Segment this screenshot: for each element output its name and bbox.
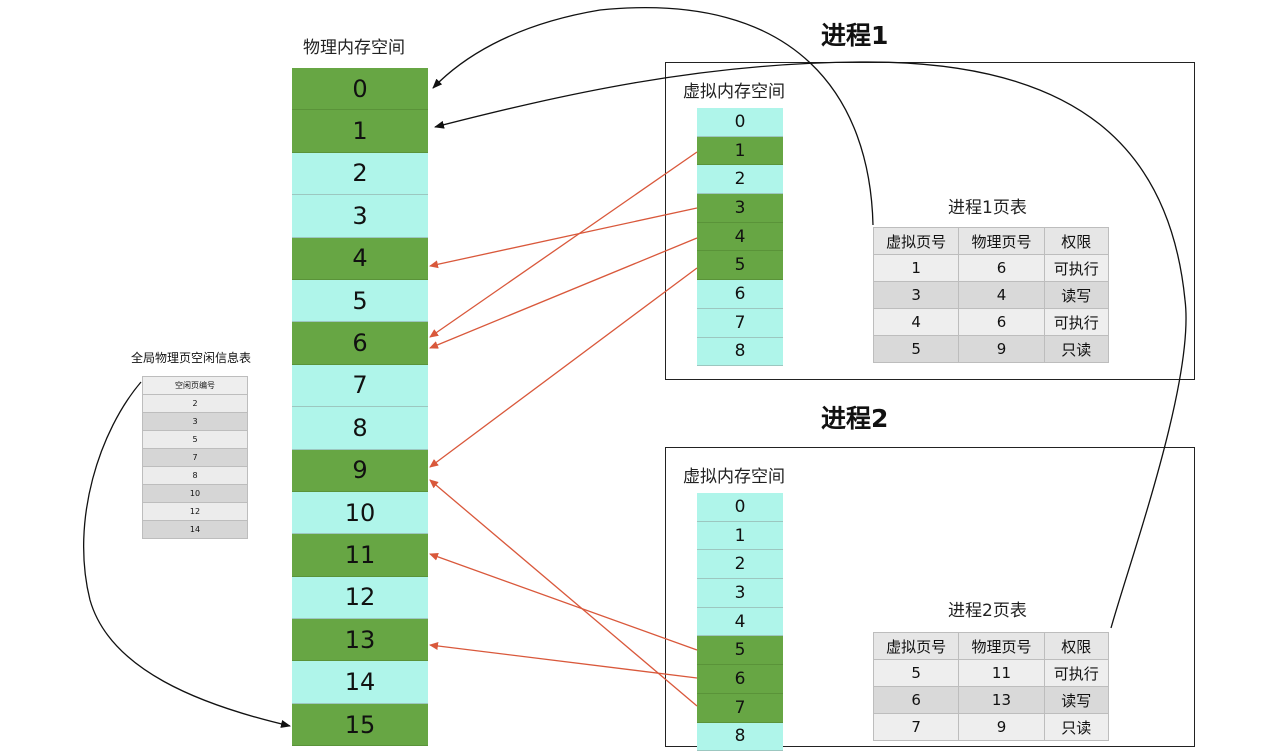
p2-map-5-to-11 [430,554,697,650]
p2-table-link-arrow [435,62,1186,628]
p1-map-3-to-4 [430,208,697,266]
p1-map-4-to-6 [430,238,697,348]
free-table-link-arrow [84,382,290,726]
p2-map-7-to-9 [430,480,697,706]
p1-map-1-to-6 [430,152,697,337]
p1-map-5-to-9 [430,268,697,467]
p1-table-link-arrow [433,8,873,225]
p2-map-6-to-13 [430,645,697,678]
